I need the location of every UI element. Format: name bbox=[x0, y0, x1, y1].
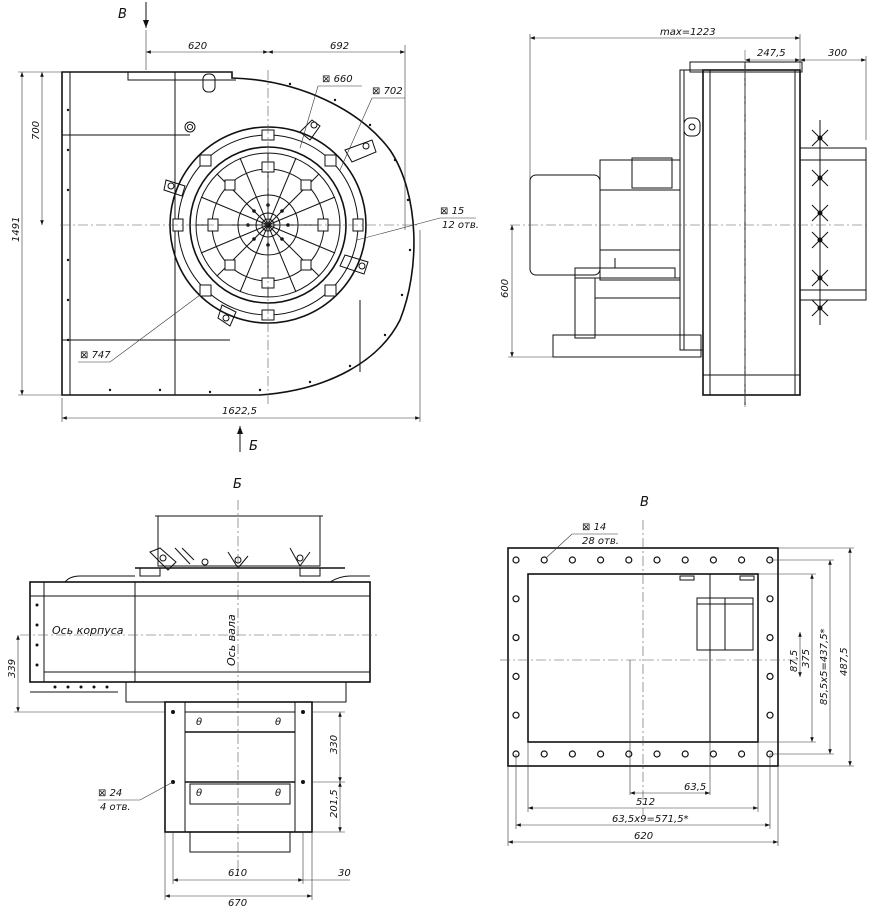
flange-hole bbox=[512, 595, 520, 603]
view-b: Б Ось корпуса Ось вала bbox=[7, 477, 380, 909]
dia-747: ⊠ 747 bbox=[80, 350, 111, 361]
svg-text:θ: θ bbox=[196, 788, 202, 799]
flange-hole bbox=[653, 556, 661, 564]
dim-620: 620 bbox=[188, 41, 207, 52]
dim-620-v: 620 bbox=[634, 831, 653, 842]
flange-hole bbox=[737, 750, 746, 758]
flange-hole bbox=[540, 556, 548, 564]
svg-text:θ: θ bbox=[275, 717, 281, 728]
dim-201-5: 201,5 bbox=[329, 789, 340, 818]
dim-487-5: 487,5 bbox=[839, 647, 850, 676]
axis-shaft-label: Ось вала bbox=[225, 614, 238, 666]
flange-hole bbox=[596, 750, 605, 758]
hole-15: ⊠ 15 bbox=[440, 206, 464, 217]
flange-hole bbox=[766, 595, 774, 603]
flange-hole bbox=[568, 556, 577, 564]
flange-hole bbox=[512, 711, 520, 719]
dim-63-5: 63,5 bbox=[684, 782, 706, 793]
flange-hole bbox=[540, 750, 548, 758]
flange-hole bbox=[709, 750, 718, 758]
flange-hole bbox=[737, 556, 746, 564]
view-v-label: В bbox=[640, 495, 649, 510]
dim-375: 375 bbox=[801, 649, 812, 668]
dim-87-5: 87,5 bbox=[789, 650, 800, 672]
dim-max: max=1223 bbox=[660, 27, 716, 38]
flange-hole bbox=[681, 750, 689, 758]
dim-700: 700 bbox=[31, 121, 42, 140]
dim-300: 300 bbox=[828, 48, 847, 59]
flange-hole bbox=[512, 633, 520, 642]
dim-692: 692 bbox=[330, 41, 349, 52]
flange-hole bbox=[681, 556, 689, 564]
arrow-label-v: В bbox=[118, 7, 127, 22]
dim-339: 339 bbox=[7, 659, 18, 678]
dim-610: 610 bbox=[228, 868, 247, 879]
svg-text:θ: θ bbox=[196, 717, 202, 728]
hole-15-count: 12 отв. bbox=[442, 220, 479, 231]
flange-hole bbox=[653, 750, 661, 758]
flange-hole bbox=[596, 556, 605, 564]
hole-24-count: 4 отв. bbox=[100, 802, 131, 813]
dim-1622-5: 1622,5 bbox=[222, 406, 257, 417]
axis-body-label: Ось корпуса bbox=[52, 624, 124, 637]
dim-85-5x5: 85,5х5=437,5* bbox=[819, 628, 830, 705]
flange-hole bbox=[625, 750, 633, 758]
dim-330: 330 bbox=[329, 735, 340, 754]
dia-702: ⊠ 702 bbox=[372, 86, 403, 97]
flange-hole bbox=[568, 750, 577, 758]
dia-660: ⊠ 660 bbox=[322, 74, 353, 85]
flange-hole bbox=[766, 633, 774, 642]
flange-hole bbox=[512, 672, 520, 681]
view-b-label: Б bbox=[233, 477, 242, 492]
flange-hole bbox=[625, 556, 633, 564]
flange-hole bbox=[512, 556, 520, 564]
dim-1491: 1491 bbox=[11, 217, 22, 242]
view-v: В ⊠ 14 28 отв. 87,5 375 85,5х5=437,5* bbox=[500, 495, 854, 846]
dim-670: 670 bbox=[228, 898, 247, 909]
hole-24: ⊠ 24 bbox=[98, 788, 122, 799]
dim-247-5: 247,5 bbox=[757, 48, 786, 59]
svg-text:θ: θ bbox=[275, 788, 281, 799]
front-view: В 620 692 bbox=[11, 2, 479, 454]
flange-hole bbox=[709, 556, 718, 564]
hole-14: ⊠ 14 bbox=[582, 522, 606, 533]
dim-30: 30 bbox=[338, 868, 351, 879]
dim-512: 512 bbox=[636, 797, 655, 808]
dim-63-5x9: 63,5х9=571,5* bbox=[612, 814, 689, 825]
flange-hole bbox=[766, 672, 774, 681]
flange-hole bbox=[766, 711, 774, 719]
arrow-label-b: Б bbox=[249, 439, 258, 454]
side-view: max=1223 247,5 300 bbox=[500, 27, 870, 410]
dim-600: 600 bbox=[500, 279, 511, 298]
hole-14-count: 28 отв. bbox=[582, 536, 619, 547]
